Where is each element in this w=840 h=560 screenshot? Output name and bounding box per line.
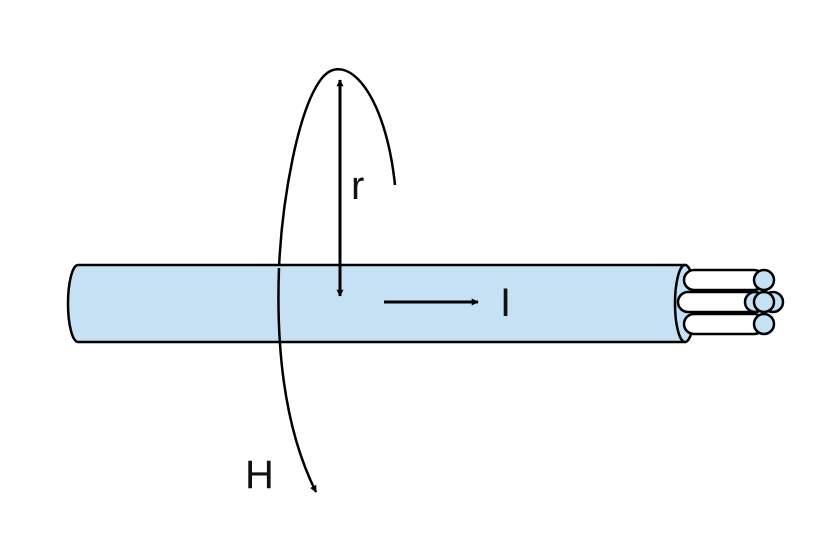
conductor-strands <box>676 268 785 336</box>
field-label: H <box>245 453 274 497</box>
field-loop-front-arc <box>277 267 318 493</box>
strand-end <box>752 290 776 314</box>
strand-end <box>752 268 776 292</box>
strand-top <box>682 268 766 292</box>
strand-end <box>752 312 776 336</box>
current-label: I <box>500 281 511 325</box>
field-loop-back-arc <box>277 68 397 269</box>
strand-bottom <box>682 312 766 336</box>
radius-label: r <box>351 164 364 208</box>
conductor-body <box>66 263 687 344</box>
conductor-wire <box>66 263 697 344</box>
